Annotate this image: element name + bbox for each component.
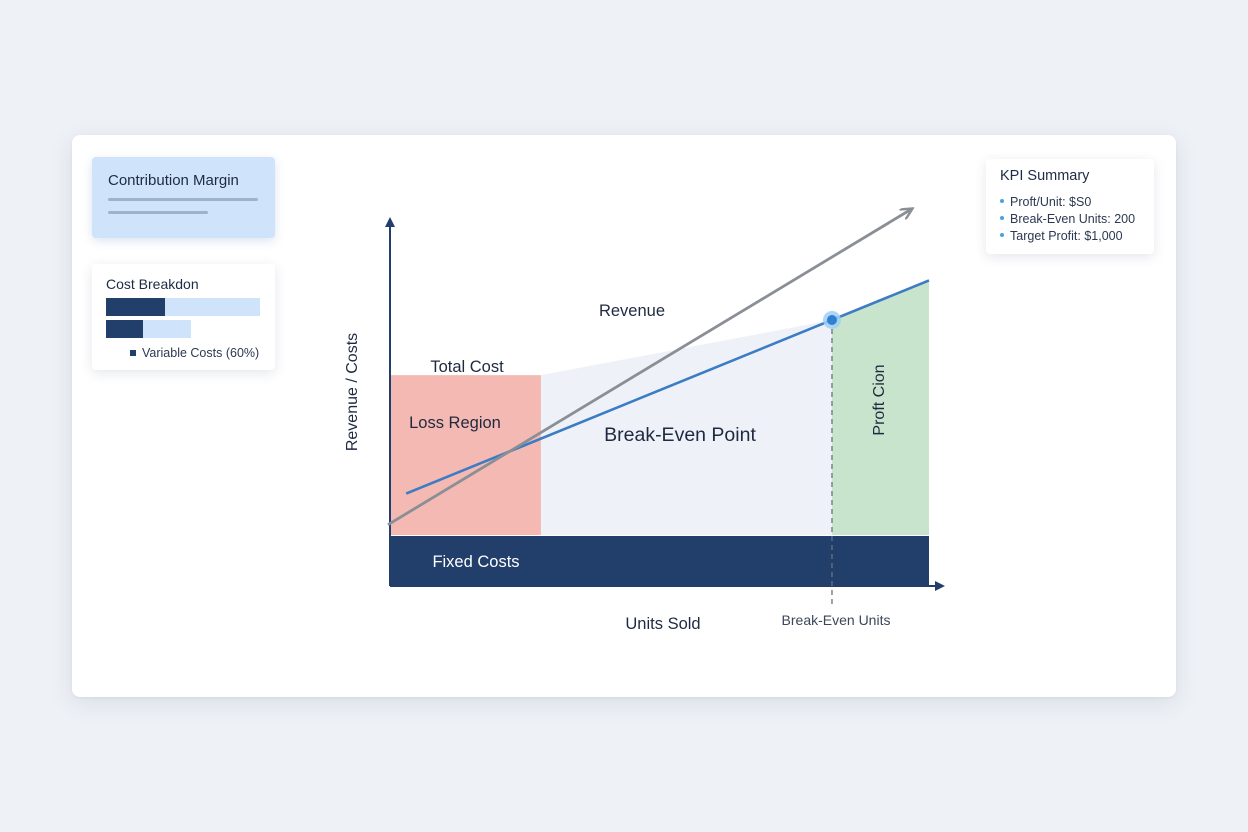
revenue-label: Revenue	[599, 302, 665, 320]
kpi-summary-title: KPI Summary	[1000, 168, 1090, 184]
placeholder-line	[108, 211, 208, 214]
series-line-revenue	[387, 210, 910, 526]
legend-square-icon	[130, 349, 136, 356]
series-line-total-cost	[405, 279, 930, 495]
kpi-list: Proft/Unit: $S0 Break-Even Units: 200 Ta…	[1000, 194, 1135, 245]
break-even-point[interactable]	[826, 314, 837, 325]
bullet-icon	[1000, 215, 1004, 220]
kpi-item-text: Proft/Unit: $S0	[1010, 195, 1092, 209]
break-even-units-label: Break-Even Units	[782, 612, 891, 628]
break-even-label: Break-Even Point	[604, 424, 756, 446]
placeholder-line	[108, 198, 258, 201]
kpi-summary-card[interactable]: KPI Summary Proft/Unit: $S0 Break-Even U…	[986, 159, 1154, 254]
total-cost-label: Total Cost	[430, 358, 504, 376]
fixed-costs-bar	[390, 536, 929, 586]
kpi-item-text: Break-Even Units: 200	[1010, 212, 1136, 226]
profit-region	[831, 280, 929, 535]
bullet-icon	[1000, 198, 1004, 203]
x-axis-label: Units Sold	[625, 615, 700, 633]
contribution-margin-title: Contribution Margin	[108, 172, 239, 189]
y-axis-label: Revenue / Costs	[344, 333, 361, 451]
kpi-item: Proft/Unit: $S0	[1000, 194, 1135, 211]
cost-breakdown-title: Cost Breakdon	[106, 276, 199, 292]
cost-legend: Variable Costs (60%)	[130, 346, 259, 360]
middle-region	[540, 319, 832, 535]
cost-bar-fill	[106, 298, 165, 316]
cost-legend-label: Variable Costs (60%)	[142, 346, 260, 360]
kpi-item-text: Target Profit: $1,000	[1010, 229, 1123, 243]
profit-region-label: Proft Cion	[871, 364, 888, 435]
bullet-icon	[1000, 232, 1004, 237]
contribution-margin-card[interactable]: Contribution Margin	[92, 157, 275, 238]
kpi-item: Target Profit: $1,000	[1000, 228, 1135, 245]
fixed-costs-label: Fixed Costs	[432, 553, 519, 571]
loss-region-label: Loss Region	[409, 414, 501, 432]
cost-breakdown-card[interactable]: Cost Breakdon Variable Costs (60%)	[92, 264, 275, 370]
kpi-item: Break-Even Units: 200	[1000, 211, 1135, 228]
cost-bar-fill	[106, 320, 143, 338]
